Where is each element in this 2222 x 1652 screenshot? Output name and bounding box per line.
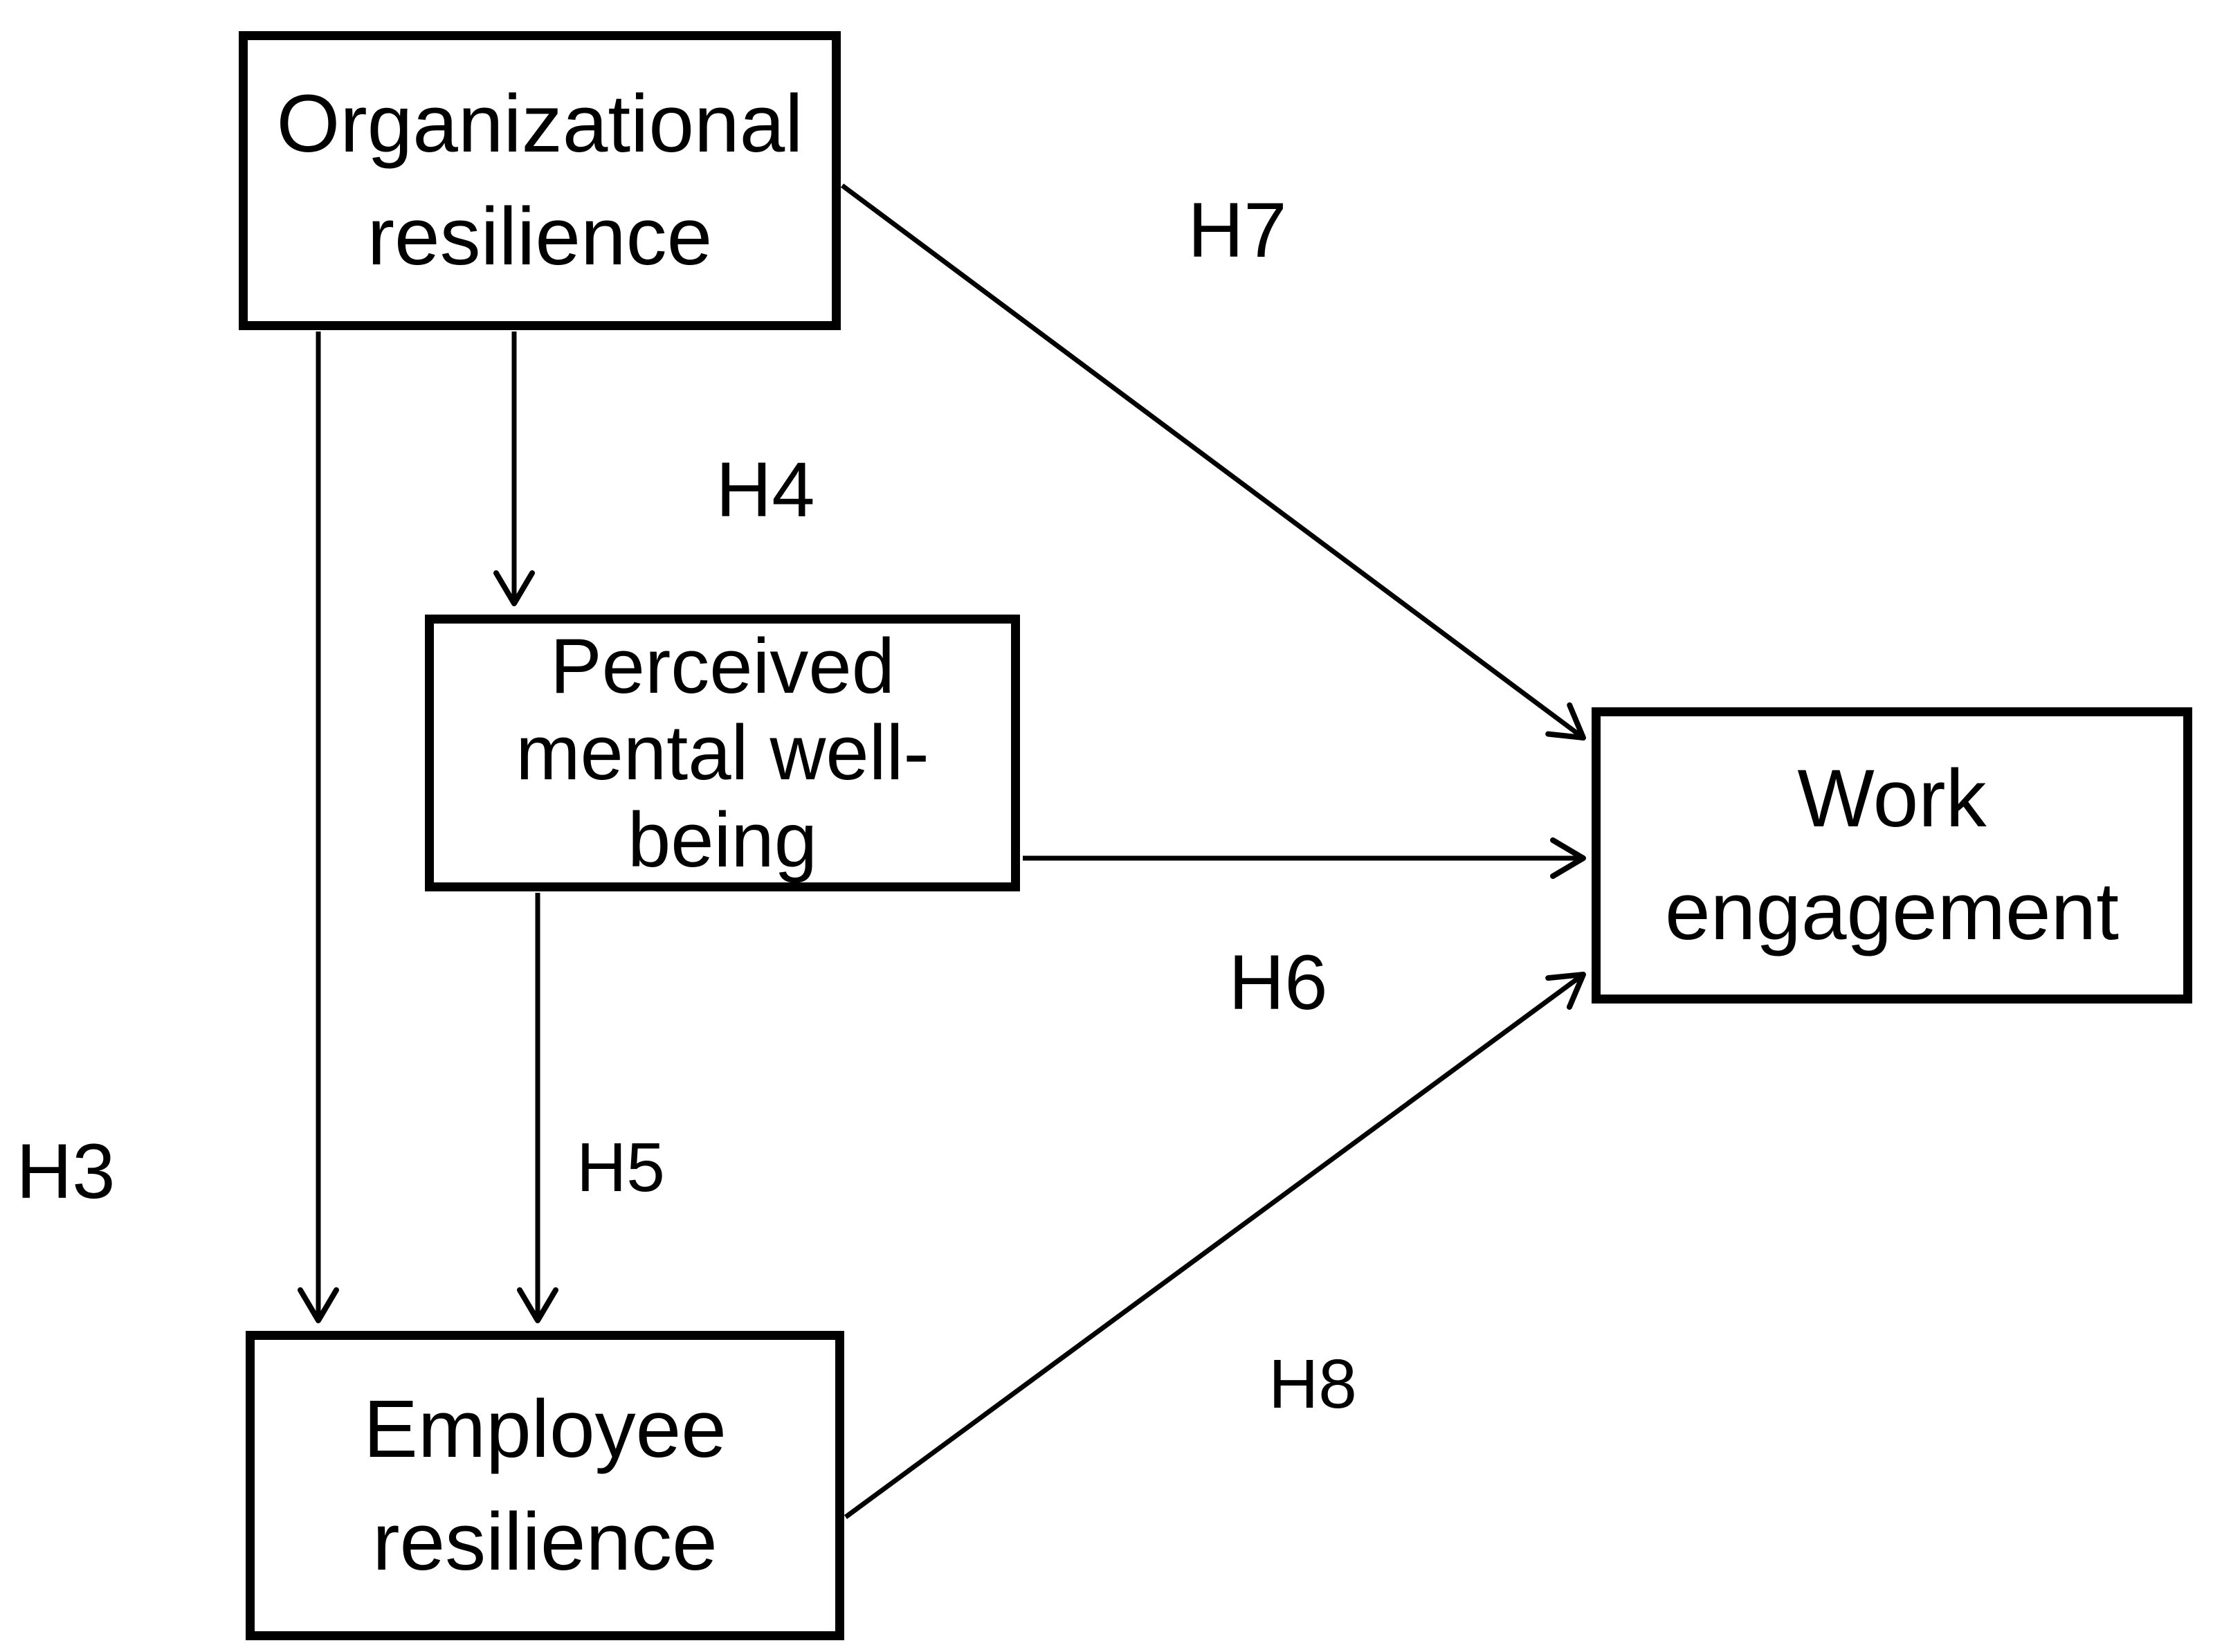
arrow-h8	[844, 972, 1586, 1519]
node-label-line: Organizational	[276, 78, 803, 170]
label-h5: H5	[576, 1129, 665, 1206]
node-label-line: being	[627, 796, 818, 883]
label-h7: H7	[1187, 187, 1287, 273]
node-label-line: engagement	[1664, 866, 2120, 957]
node-label-line: Employee	[363, 1383, 727, 1475]
label-h3: H3	[16, 1128, 116, 1215]
node-perceived-mental-well-being: Perceived mental well- being	[425, 615, 1020, 891]
arrow-h7	[840, 183, 1586, 741]
node-label-line: resilience	[372, 1496, 718, 1588]
node-organizational-resilience: Organizational resilience	[239, 31, 841, 330]
node-label: Perceived mental well- being	[516, 623, 929, 883]
node-label-line: Work	[1797, 753, 1987, 845]
label-h8: H8	[1268, 1345, 1357, 1423]
label-h4: H4	[716, 446, 815, 533]
node-label: Work engagement	[1665, 743, 2119, 968]
label-h6: H6	[1228, 939, 1328, 1026]
node-label-line: mental well-	[516, 709, 929, 797]
node-label-line: Perceived	[549, 622, 895, 709]
node-label-line: resilience	[367, 191, 713, 282]
node-label: Employee resilience	[363, 1373, 727, 1599]
node-employee-resilience: Employee resilience	[246, 1331, 844, 1640]
node-label: Organizational resilience	[277, 68, 803, 293]
node-work-engagement: Work engagement	[1592, 707, 2192, 1004]
